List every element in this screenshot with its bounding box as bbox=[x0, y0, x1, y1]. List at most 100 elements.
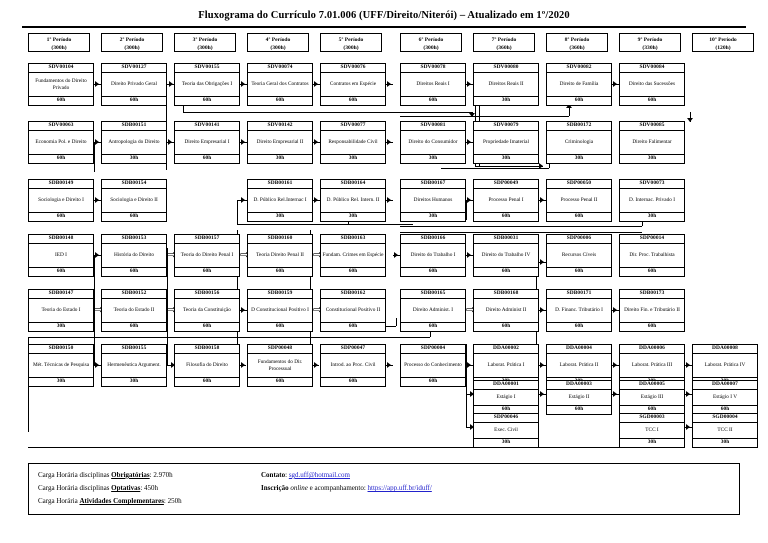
course-box-SDV00063[interactable]: SDV00063 Economia Pol. e Direito 60h bbox=[28, 121, 94, 165]
course-box-SDB00158[interactable]: SDB00158 Filosofia do Direito 60h bbox=[174, 344, 240, 388]
course-box-DDA00003[interactable]: DDA00003 Estágio II 60h bbox=[546, 380, 612, 416]
course-box-SDV00073[interactable]: SDV00073 D. Internac. Privado I 30h bbox=[619, 179, 685, 223]
course-box-SDP00006[interactable]: SDP00006 Recursos Cíveis 60h bbox=[546, 234, 612, 278]
course-box-SDP00047[interactable]: SDP00047 Introd. ao Proc. Civil 60h bbox=[320, 344, 386, 388]
course-box-SDV00141[interactable]: SDV00141 Direito Empresarial I 60h bbox=[174, 121, 240, 165]
period-label: 7º Período bbox=[491, 36, 517, 43]
course-box-SDP00014[interactable]: SDP00014 Dir. Proc. Trabalhista 60h bbox=[619, 234, 685, 278]
course-hours: 30h bbox=[647, 213, 657, 220]
course-box-SDP00050[interactable]: SDP00050 Processo Penal II 60h bbox=[546, 179, 612, 223]
course-box-DDA00005[interactable]: DDA00005 Estágio III 60h bbox=[619, 380, 685, 416]
inscription-url-link[interactable]: https://app.uff.br/iduff/ bbox=[367, 484, 432, 492]
course-code: SDB00159 bbox=[248, 290, 312, 300]
course-box-SDP00049[interactable]: SDP00049 Processo Penal I 60h bbox=[473, 179, 539, 223]
course-box-SDB00168[interactable]: SDB00168 Direito Administ II 60h bbox=[473, 289, 539, 333]
course-box-SDB00161[interactable]: SDB00161 D. Público Rel.Internac I 30h bbox=[247, 179, 313, 223]
course-box-SDV00074[interactable]: SDV00074 Teoria Geral dos Contratos 60h bbox=[247, 63, 313, 107]
course-box-SDB00162[interactable]: SDB00162 Constitucional Positivo II 60h bbox=[320, 289, 386, 333]
arrow-head bbox=[540, 197, 544, 203]
period-header-5: 5º Período (300h) bbox=[320, 33, 382, 52]
course-box-SDB00163[interactable]: SDB00163 Fundam. Crimes em Espécie 60h bbox=[320, 234, 386, 278]
course-box-SDB00173[interactable]: SDB00173 Direito Fin. e Tributário II 60… bbox=[619, 289, 685, 333]
legend-prefix: Carga Horária disciplinas bbox=[38, 484, 112, 492]
course-box-SDB00160[interactable]: SDB00160 Teoria Direito Penal II 60h bbox=[247, 234, 313, 278]
course-box-SDB00147[interactable]: SDB00147 Teoria do Estado I 30h bbox=[28, 289, 94, 333]
course-box-SDB00164[interactable]: SDB00164 D. Público Rel. Intern. II 30h bbox=[320, 179, 386, 223]
course-box-SDB00153[interactable]: SDB00153 História do Direito 60h bbox=[101, 234, 167, 278]
arrow-head bbox=[686, 362, 690, 368]
course-box-SDV00076[interactable]: SDV00076 Contratos em Espécie 60h bbox=[320, 63, 386, 107]
course-box-SDP00004[interactable]: SDP00004 Processo do Conhecimento 60h bbox=[400, 344, 466, 388]
course-box-SDB00155[interactable]: SDB00155 Hermenêutica Argument. 30h bbox=[101, 344, 167, 388]
course-box-SDB00166[interactable]: SDB00166 Direito do Trabalho I 60h bbox=[400, 234, 466, 278]
course-name: Teoria do Estado II bbox=[102, 299, 166, 324]
course-box-SDB00150[interactable]: SDB00150 Mét. Técnicas de Pesquisa 30h bbox=[28, 344, 94, 388]
course-code: SDV00063 bbox=[29, 122, 93, 132]
course-hours: 60h bbox=[501, 268, 511, 275]
course-box-DDA00006[interactable]: DDA00006 Laborat. Prática III 30h bbox=[619, 344, 685, 388]
course-name: Laborat. Prática I bbox=[474, 354, 538, 379]
course-code: SDV00084 bbox=[620, 64, 684, 74]
course-box-DDA00004[interactable]: DDA00004 Laborat. Prática II 30h bbox=[546, 344, 612, 388]
inscription-middle: e acompanhamento: bbox=[307, 484, 368, 492]
course-box-SGD00003[interactable]: SGD00003 TCC I 30h bbox=[619, 413, 685, 449]
course-hours: 30h bbox=[348, 155, 358, 162]
course-box-SDB00167[interactable]: SDB00167 Direitos Humanos 30h bbox=[400, 179, 466, 223]
course-box-SDV00142[interactable]: SDV00142 Direito Empresarial II 30h bbox=[247, 121, 313, 165]
period-hours: (300h) bbox=[197, 44, 213, 51]
course-box-SDV00078[interactable]: SDV00078 Direitos Reais I 60h bbox=[400, 63, 466, 107]
course-hours: 60h bbox=[501, 213, 511, 220]
course-box-SDV00155[interactable]: SDV00155 Teoria das Obrigações I 60h bbox=[174, 63, 240, 107]
course-box-SDV00082[interactable]: SDV00082 Direito de Família 60h bbox=[546, 63, 612, 107]
course-box-SDV00077[interactable]: SDV00077 Responsabilidade Civil 30h bbox=[320, 121, 386, 165]
course-box-SDB00171[interactable]: SDB00171 D. Financ. Tributário I 60h bbox=[546, 289, 612, 333]
course-box-SDP00048[interactable]: SDP00048 Fundamentos do Dir. Processual … bbox=[247, 344, 313, 388]
course-box-DDA00001[interactable]: DDA00001 Estágio I 60h bbox=[473, 380, 539, 416]
course-name: D. Financ. Tributário I bbox=[547, 299, 611, 324]
connector bbox=[183, 104, 184, 112]
course-hours: 60h bbox=[428, 268, 438, 275]
course-code: SDB00167 bbox=[401, 180, 465, 190]
contact-email-link[interactable]: sgd.uff@hotmail.com bbox=[288, 471, 350, 479]
course-box-SDB00148[interactable]: SDB00148 IED I 60h bbox=[28, 234, 94, 278]
course-box-SDV00081[interactable]: SDV00081 Direito do Consumidor 30h bbox=[400, 121, 466, 165]
course-box-SDV00080[interactable]: SDV00080 Direitos Reais II 30h bbox=[473, 63, 539, 107]
course-hours: 60h bbox=[647, 323, 657, 330]
course-code: SDV00082 bbox=[547, 64, 611, 74]
course-box-SDV00085[interactable]: SDV00085 Direito Falimentar 30h bbox=[619, 121, 685, 165]
course-box-SDV00084[interactable]: SDV00084 Direito das Sucessões 60h bbox=[619, 63, 685, 107]
course-box-SDV00079[interactable]: SDV00079 Propriedade Imaterial 30h bbox=[473, 121, 539, 165]
course-box-SDB00165[interactable]: SDB00165 Direito Administ. I 60h bbox=[400, 289, 466, 333]
course-box-SDB00157[interactable]: SDB00157 Teoria do Direito Penal I 60h bbox=[174, 234, 240, 278]
course-box-SDB00172[interactable]: SDB00172 Criminologia 30h bbox=[546, 121, 612, 165]
course-box-SDB00154[interactable]: SDB00154 Sociologia e Direito II 60h bbox=[101, 179, 167, 223]
course-hours: 30h bbox=[647, 439, 657, 446]
course-box-SDB00031[interactable]: SDB00031 Direito do Trabalho IV 60h bbox=[473, 234, 539, 278]
course-hours: 30h bbox=[720, 439, 730, 446]
arrow-head bbox=[171, 362, 175, 368]
course-box-SDP00046[interactable]: SDP00046 Exec. Civil 30h bbox=[473, 413, 539, 449]
course-box-DDA00007[interactable]: DDA00007 Estágio I V 60h bbox=[692, 380, 758, 416]
course-name: Responsabilidade Civil bbox=[321, 131, 385, 156]
period-hours: (360h) bbox=[569, 44, 585, 51]
course-box-SDB00149[interactable]: SDB00149 Sociologia e Direito I 60h bbox=[28, 179, 94, 223]
course-box-SDB00159[interactable]: SDB00159 D Constitucional Positivo I 60h bbox=[247, 289, 313, 333]
course-name: Fundamentos do Direito Privado bbox=[29, 73, 93, 98]
connector bbox=[237, 200, 238, 224]
course-box-SDV00127[interactable]: SDV00127 Direito Privado Geral 60h bbox=[101, 63, 167, 107]
course-box-SDV00104[interactable]: SDV00104 Fundamentos do Direito Privado … bbox=[28, 63, 94, 107]
arrow-head bbox=[314, 139, 318, 145]
course-box-SDB00156[interactable]: SDB00156 Teoria da Constituição 60h bbox=[174, 289, 240, 333]
connector bbox=[400, 232, 642, 233]
course-code: DDA00002 bbox=[474, 345, 538, 355]
course-name: Direito Administ II bbox=[474, 299, 538, 324]
course-box-SGD00004[interactable]: SGD00004 TCC II 30h bbox=[692, 413, 758, 449]
arrow-head bbox=[613, 391, 617, 397]
course-box-SDB00152[interactable]: SDB00152 Teoria do Estado II 60h bbox=[101, 289, 167, 333]
course-name: Laborat. Prática II bbox=[547, 354, 611, 379]
period-hours: (300h) bbox=[423, 44, 439, 51]
course-hours: 30h bbox=[348, 213, 358, 220]
course-name: Contratos em Espécie bbox=[321, 73, 385, 98]
course-box-SDB00151[interactable]: SDB00151 Antropologia do Direito 30h bbox=[101, 121, 167, 165]
